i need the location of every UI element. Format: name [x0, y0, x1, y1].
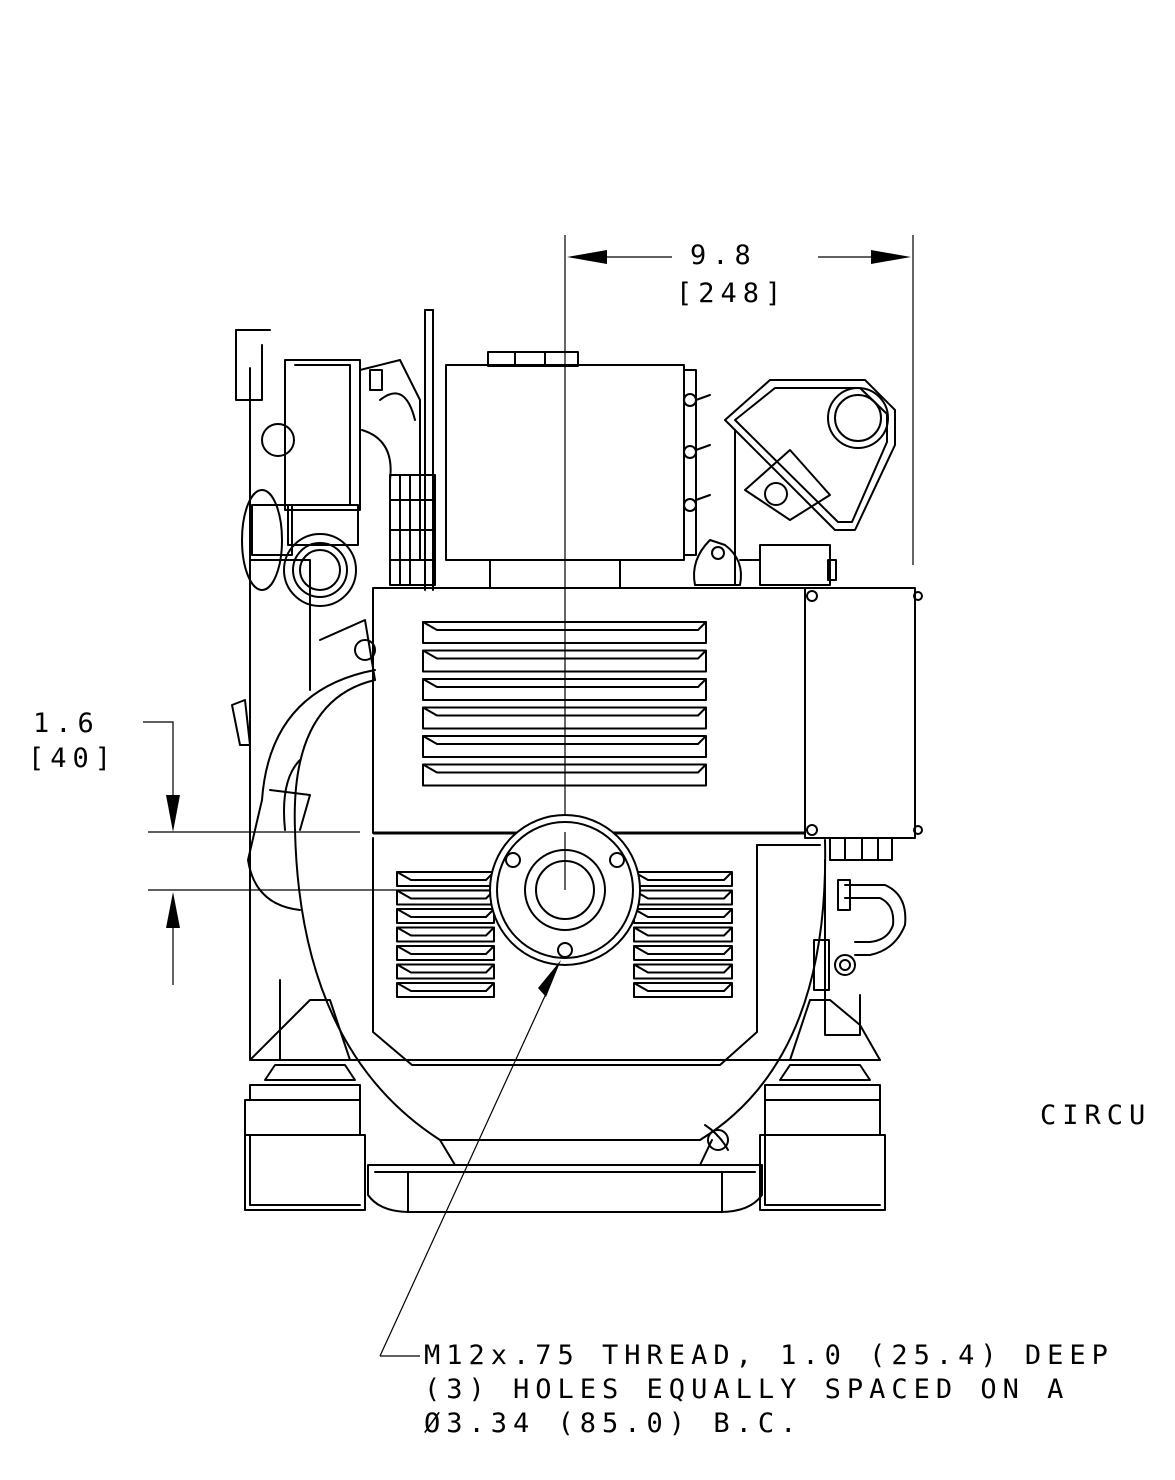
dimension-arrow-down — [166, 795, 180, 832]
vertical-dimension-value: 1.6 — [33, 708, 100, 739]
upper-louvers — [422, 621, 707, 787]
lower-louver-slat — [396, 908, 495, 924]
lower-louver-slat — [396, 926, 495, 943]
exhaust-elbow — [261, 359, 421, 607]
lower-louver-slat — [633, 982, 733, 998]
flange-hole-1 — [505, 852, 521, 868]
side-view-label: CIRCU — [1040, 1100, 1152, 1131]
generator-body — [247, 619, 827, 1141]
lower-louver-slat — [633, 871, 733, 887]
upper-louver-slat — [422, 763, 707, 787]
lower-louver-slat — [396, 963, 495, 980]
callout-line-1: M12x.75 THREAD, 1.0 (25.4) DEEP — [424, 1340, 1114, 1371]
radiator-blocks — [389, 309, 436, 591]
base-skirts — [249, 999, 881, 1061]
base-tray — [367, 1124, 763, 1213]
lower-louver-slat — [633, 908, 733, 924]
flange-hole-3 — [557, 942, 573, 958]
upper-louver-slat — [422, 678, 707, 701]
lower-louvers-left — [396, 871, 495, 998]
top-box — [445, 351, 742, 589]
horizontal-dimension-metric: [248] — [676, 278, 788, 309]
upper-louver-slat — [422, 735, 707, 758]
upper-louver-slat — [422, 649, 707, 673]
dimension-arrow-left — [567, 250, 607, 264]
lower-louvers-right — [633, 871, 733, 998]
upper-louver-slat — [422, 706, 707, 730]
upper-housing — [372, 587, 923, 839]
bolt-flange — [489, 814, 641, 966]
right-fittings — [813, 837, 907, 1036]
callout-line-2: (3) HOLES EQUALLY SPACED ON A — [424, 1374, 1070, 1405]
lifting-bracket — [724, 379, 896, 586]
lower-louver-slat — [633, 963, 733, 980]
lower-shroud — [372, 837, 821, 1066]
right-foot — [759, 1064, 886, 1211]
flange-hole-2 — [609, 852, 625, 868]
lower-louver-slat — [396, 982, 495, 998]
lower-louver-slat — [633, 889, 733, 906]
horizontal-dimension-value: 9.8 — [690, 240, 757, 271]
vertical-dimension-metric: [40] — [28, 743, 118, 774]
callout-leader — [379, 960, 561, 1357]
upper-louver-slat — [422, 621, 707, 644]
lower-louver-slat — [396, 871, 495, 887]
lower-louver-slat — [633, 945, 733, 961]
lower-louver-slat — [633, 926, 733, 943]
lower-louver-slat — [396, 945, 495, 961]
leader-arrowhead — [538, 960, 561, 997]
left-frame — [231, 329, 311, 1061]
dimension-arrow-up — [166, 892, 180, 928]
lower-louver-slat — [396, 889, 495, 906]
callout-line-3: Ø3.34 (85.0) B.C. — [424, 1408, 803, 1439]
left-foot — [244, 1064, 366, 1211]
dimension-horizontal — [564, 235, 914, 832]
dimension-arrow-right — [871, 250, 911, 264]
